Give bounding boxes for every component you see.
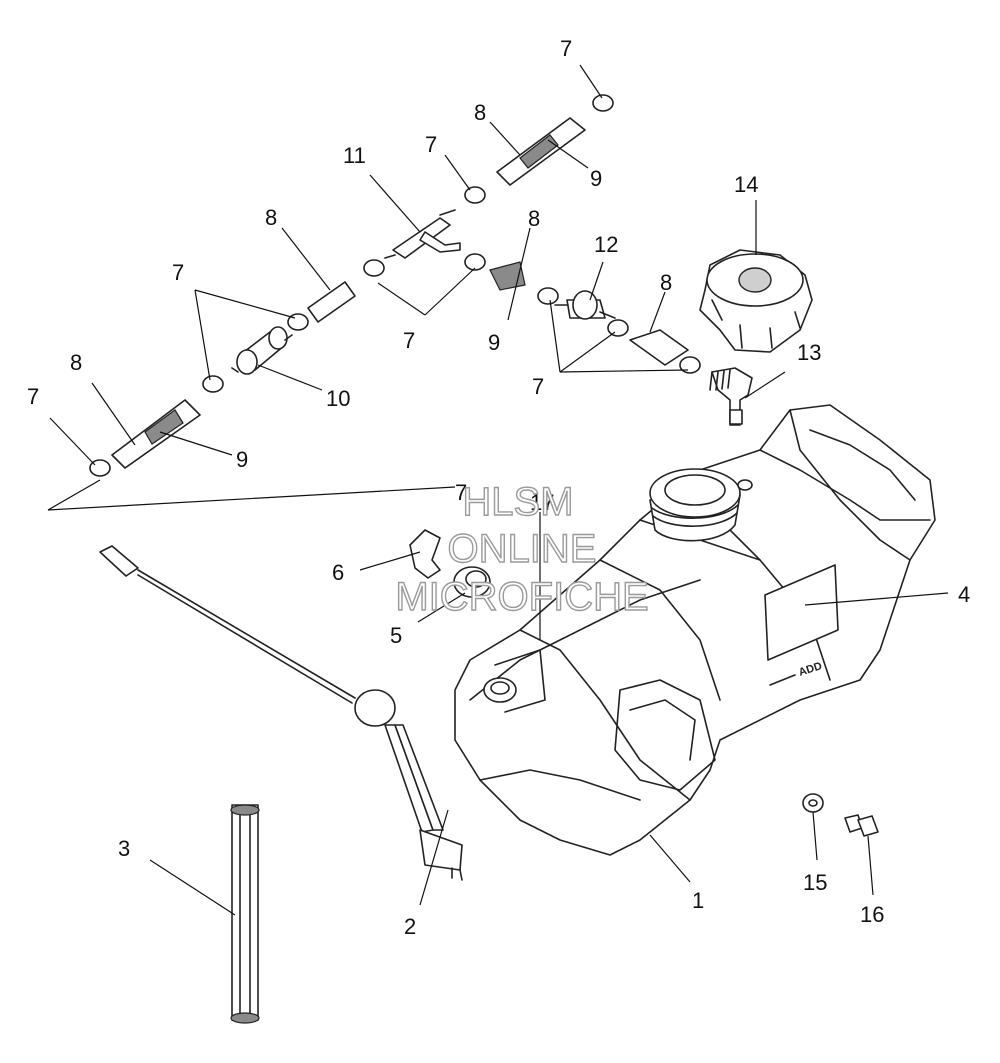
fuel-cap <box>699 249 813 353</box>
callout-7: 7 <box>455 480 467 505</box>
leader-lines <box>47 64 949 916</box>
watermark-line-3: MICROFICHE <box>395 575 648 619</box>
callout-3: 3 <box>118 836 130 861</box>
hose-clamps <box>89 94 701 477</box>
check-valve <box>554 290 616 320</box>
tee-fitting <box>384 209 461 259</box>
fuel-tank: ADD <box>454 404 936 856</box>
callout-2: 2 <box>404 914 416 939</box>
callout-17: 17 <box>530 490 554 515</box>
washer <box>802 793 824 813</box>
callout-10: 10 <box>326 386 350 411</box>
callout-15: 15 <box>803 870 827 895</box>
callout-7: 7 <box>560 36 572 61</box>
callout-9: 9 <box>488 330 500 355</box>
elbow-fitting <box>709 367 753 426</box>
watermark-line-2: ONLINE <box>448 527 597 571</box>
callout-7: 7 <box>532 374 544 399</box>
callout-8: 8 <box>70 350 82 375</box>
callout-8: 8 <box>660 270 672 295</box>
callout-9: 9 <box>590 166 602 191</box>
callout-labels: 7 8 9 11 7 14 8 8 12 7 8 7 9 13 7 8 10 7… <box>27 36 970 939</box>
callout-12: 12 <box>594 232 618 257</box>
fuel-filter <box>231 326 293 375</box>
callout-7: 7 <box>425 132 437 157</box>
callout-16: 16 <box>860 902 884 927</box>
callout-8: 8 <box>474 100 486 125</box>
grommet <box>453 566 491 598</box>
watermark: HLSM ONLINE MICROFICHE <box>395 479 650 619</box>
pickup-fitting <box>409 529 441 579</box>
watermark-line-1: HLSM <box>462 480 573 524</box>
callout-7: 7 <box>172 260 184 285</box>
callout-7: 7 <box>403 328 415 353</box>
callout-11: 11 <box>343 143 366 168</box>
callout-9: 9 <box>236 447 248 472</box>
callout-1: 1 <box>692 888 704 913</box>
callout-13: 13 <box>797 340 821 365</box>
callout-6: 6 <box>332 560 344 585</box>
fuel-sender <box>99 545 463 881</box>
callout-8: 8 <box>265 205 277 230</box>
callout-14: 14 <box>734 172 758 197</box>
tank-strap <box>230 804 260 1024</box>
callout-4: 4 <box>958 582 970 607</box>
callout-7: 7 <box>27 384 39 409</box>
callout-5: 5 <box>390 623 402 648</box>
callout-8: 8 <box>528 206 540 231</box>
bolt <box>844 814 879 837</box>
